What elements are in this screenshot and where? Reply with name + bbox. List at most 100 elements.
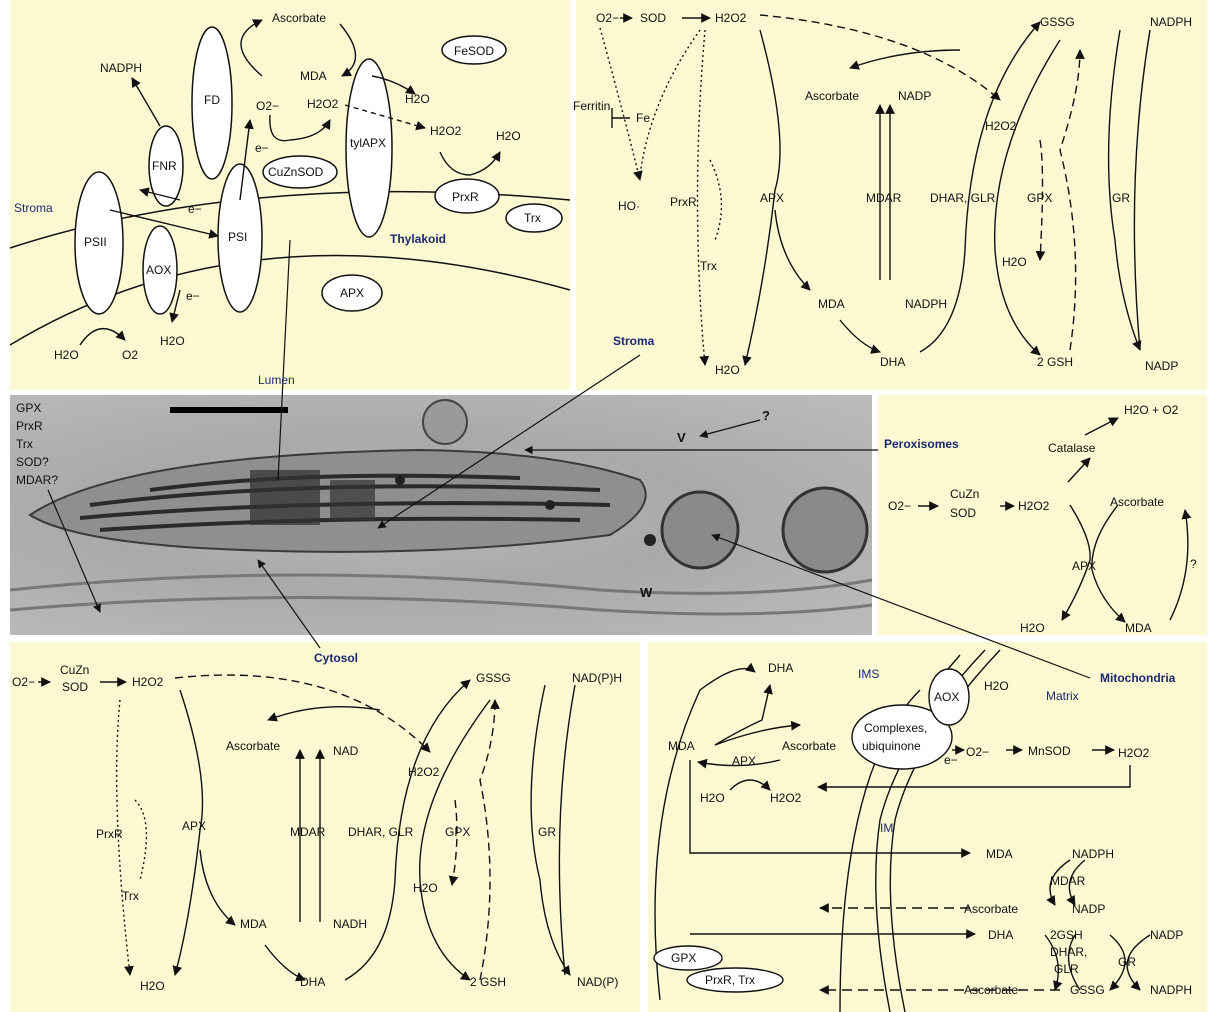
mda-label: MDA bbox=[818, 297, 845, 311]
superoxide-label: O2− bbox=[12, 675, 35, 689]
h2o2-label: H2O2 bbox=[1118, 746, 1150, 760]
hydroxyl-label: HO· bbox=[618, 199, 640, 213]
complexes-label: Complexes, bbox=[864, 721, 927, 735]
chloroplast-diagram bbox=[10, 20, 570, 480]
dha-label: DHA bbox=[880, 355, 905, 369]
nadh-label: NADH bbox=[333, 917, 367, 931]
protein-label-gpx: GPX bbox=[16, 401, 41, 415]
ascorbate-label: Ascorbate bbox=[226, 739, 280, 753]
ferritin-label: Ferritin bbox=[573, 99, 610, 113]
cytosol-label: Cytosol bbox=[314, 651, 358, 665]
trx-label: Trx bbox=[524, 211, 541, 225]
mda-label-2: MDA bbox=[986, 847, 1013, 861]
prxr-trx-label: PrxR, Trx bbox=[705, 973, 755, 987]
stroma-region-label: Stroma bbox=[14, 201, 53, 215]
water-label: H2O bbox=[140, 979, 165, 993]
stroma-location-label: Stroma bbox=[613, 334, 655, 348]
dha-label: DHA bbox=[768, 661, 793, 675]
mdar-label: MDAR bbox=[290, 825, 326, 839]
prxr-label: PrxR bbox=[452, 190, 479, 204]
ascorbate-label: Ascorbate bbox=[1110, 495, 1164, 509]
ascorbate-label-3: Ascorbate bbox=[964, 983, 1018, 997]
unknown-label: ? bbox=[1190, 557, 1197, 571]
mdar-label: MDAR bbox=[1050, 874, 1086, 888]
gssg-label: GSSG bbox=[476, 671, 511, 685]
superoxide-label: O2− bbox=[256, 99, 279, 113]
h2o2-label: H2O2 bbox=[1018, 499, 1050, 513]
electron-label-1: e− bbox=[255, 141, 269, 155]
gr-label: GR bbox=[538, 825, 556, 839]
aox-label: AOX bbox=[934, 690, 959, 704]
protein-label-trx: Trx bbox=[16, 437, 33, 451]
nadp-label: NADP bbox=[1072, 902, 1105, 916]
protein-label-prxr: PrxR bbox=[16, 419, 43, 433]
psii-label: PSII bbox=[84, 235, 107, 249]
nadp-label-2: NADP bbox=[1145, 359, 1178, 373]
water-label-2: H2O bbox=[496, 129, 521, 143]
iron-label: Fe bbox=[636, 111, 650, 125]
apx-label: APX bbox=[760, 191, 784, 205]
fd-label: FD bbox=[204, 93, 220, 107]
water-label-2: H2O bbox=[715, 363, 740, 377]
aox-label: AOX bbox=[146, 263, 171, 277]
gpx-label: GPX bbox=[445, 825, 470, 839]
nadph-label-2: NADPH bbox=[1150, 983, 1192, 997]
lumen-label: Lumen bbox=[258, 373, 295, 387]
gsh-label: 2 GSH bbox=[1037, 355, 1073, 369]
sod-label: SOD bbox=[62, 680, 88, 694]
dha-label: DHA bbox=[300, 975, 325, 989]
nadp-label: NAD(P) bbox=[577, 975, 618, 989]
micrograph-structures bbox=[10, 400, 872, 614]
tylapx-label: tylAPX bbox=[350, 136, 386, 150]
water-label: H2O bbox=[1002, 255, 1027, 269]
ascorbate-label: Ascorbate bbox=[272, 11, 326, 25]
nadph-label: NADPH bbox=[100, 61, 142, 75]
thylakoid-label: Thylakoid bbox=[390, 232, 446, 246]
mda-label: MDA bbox=[300, 69, 327, 83]
fnr-label: FNR bbox=[152, 159, 177, 173]
h2o2-label-2: H2O2 bbox=[408, 765, 440, 779]
cuznsod-label: CuZnSOD bbox=[268, 165, 324, 179]
electron-label-2: e− bbox=[188, 202, 202, 216]
h2o2-label: H2O2 bbox=[715, 11, 747, 25]
mda-label: MDA bbox=[240, 917, 267, 931]
nadp-label-2: NADP bbox=[1150, 928, 1183, 942]
nadph-label: NAD(P)H bbox=[572, 671, 622, 685]
water-label: H2O bbox=[405, 92, 430, 106]
protein-label-mdar: MDAR? bbox=[16, 473, 58, 487]
ubiquinone-label: ubiquinone bbox=[862, 739, 921, 753]
lumen-water-label-2: H2O bbox=[160, 334, 185, 348]
cytosol-labels: O2− CuZn SOD H2O2 GSSG NAD(P)H Ascorbate… bbox=[12, 663, 622, 993]
prxr-label: PrxR bbox=[96, 827, 123, 841]
peroxisomes-label: Peroxisomes bbox=[884, 437, 959, 451]
mda-label: MDA bbox=[1125, 621, 1152, 635]
h2o2-label: H2O2 bbox=[132, 675, 164, 689]
gr-label: GR bbox=[1118, 955, 1136, 969]
gpx-label: GPX bbox=[671, 951, 696, 965]
dhar-glr-label: DHAR, GLR bbox=[348, 825, 414, 839]
apx-label: APX bbox=[1072, 559, 1096, 573]
oxygen-label: O2 bbox=[122, 348, 138, 362]
sod-label: SOD bbox=[640, 11, 666, 25]
prxr-label: PrxR bbox=[670, 195, 697, 209]
dhar-glr-label: DHAR, GLR bbox=[930, 191, 996, 205]
water-label-2: H2O bbox=[700, 791, 725, 805]
h2o2-label-2: H2O2 bbox=[985, 119, 1017, 133]
ascorbate-label: Ascorbate bbox=[805, 89, 859, 103]
mda-label: MDA bbox=[668, 739, 695, 753]
ims-label: IMS bbox=[858, 667, 879, 681]
water-oxygen-label: H2O + O2 bbox=[1124, 403, 1179, 417]
water-label: H2O bbox=[1020, 621, 1045, 635]
superoxide-label: O2− bbox=[888, 499, 911, 513]
electron-label: e− bbox=[944, 753, 958, 767]
gpx-label: GPX bbox=[1027, 191, 1052, 205]
fesod-label: FeSOD bbox=[454, 44, 494, 58]
nadph-label: NADPH bbox=[1150, 15, 1192, 29]
psi-label: PSI bbox=[228, 230, 247, 244]
mdar-label: MDAR bbox=[866, 191, 902, 205]
nadph-label-2: NADPH bbox=[905, 297, 947, 311]
water-label-2: H2O bbox=[413, 881, 438, 895]
electron-label-3: e− bbox=[186, 289, 200, 303]
cuzn-label: CuZn bbox=[60, 663, 89, 677]
water-label: H2O bbox=[984, 679, 1009, 693]
